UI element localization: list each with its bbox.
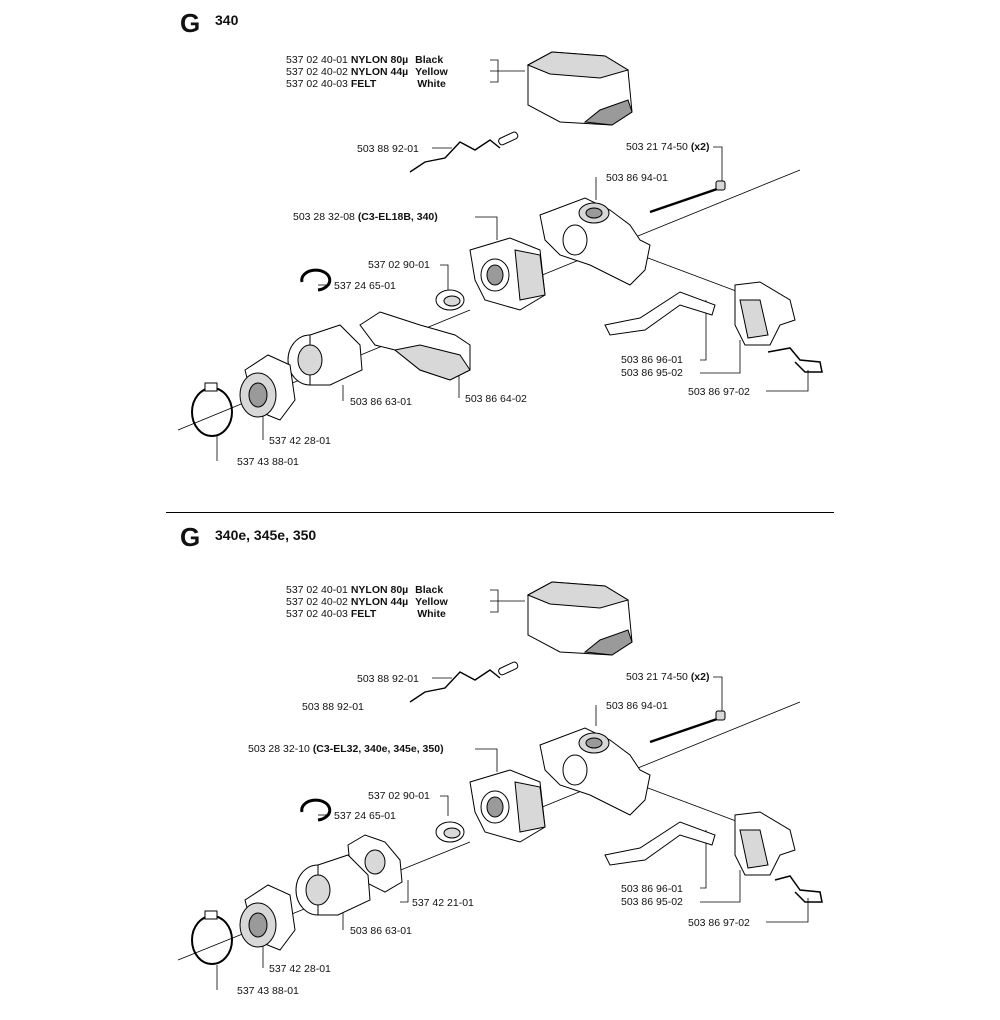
circlip [300,268,332,292]
label-body: 503 86 94-01 [606,700,668,712]
section-model: 340 [215,12,239,28]
hose-clamp [191,910,233,965]
label-ring: 537 02 90-01 [368,790,430,802]
bolt [649,710,726,744]
label-filter-black: 537 02 40-01 NYLON 80µ Black [286,584,444,596]
label-rod: 503 88 92-01 [357,143,419,155]
section-letter: G [180,522,201,552]
label-holder: 537 42 21-01 [412,897,474,909]
carburetor [469,237,546,311]
label-clamp: 537 43 88-01 [237,456,299,468]
exploded-parts-drawing [177,51,823,461]
label-spring: 503 86 97-02 [688,386,750,398]
section-letter: G [180,8,201,38]
label-manifold: 503 86 63-01 [350,925,412,937]
choke-rod [409,131,519,173]
label-ring: 537 02 90-01 [368,259,430,271]
label-filter-white: 537 02 40-03 FELT White [286,608,446,620]
bracket-lever [604,291,716,336]
rubber-ring [435,289,465,311]
bracket-lever [604,821,716,866]
hose-clamp [191,382,233,437]
spring-clip [767,347,823,373]
label-circlip: 537 24 65-01 [334,810,396,822]
section-divider [166,512,834,513]
label-shroud: 537 42 28-01 [269,963,331,975]
label-rod: 503 88 92-01 [357,673,419,685]
air-filter-cover [526,581,633,656]
label-body: 503 86 94-01 [606,172,668,184]
label-guard: 503 86 95-02 [621,367,683,379]
intake-body [539,197,651,286]
bolt [649,180,726,214]
air-filter-cover [526,51,633,126]
guard [734,281,796,346]
label-manifold: 503 86 63-01 [350,396,412,408]
diagram-section-340e-345e-350: G 340e, 345e, 350 [0,520,1000,1020]
label-clamp: 537 43 88-01 [237,985,299,997]
flange-shroud [239,884,296,951]
label-spring: 503 86 97-02 [688,917,750,929]
label-bracket: 503 86 96-01 [621,354,683,366]
intake-body [539,727,651,816]
label-filter-yellow: 537 02 40-02 NYLON 44µ Yellow [286,596,448,608]
label-carburetor: 503 28 32-10 (C3-EL32, 340e, 345e, 350) [248,743,444,755]
label-bolt: 503 21 74-50 (x2) [626,671,710,683]
flange-shroud [239,354,296,421]
section-model: 340e, 345e, 350 [215,527,317,543]
guard [734,811,796,876]
label-shroud: 537 42 28-01 [269,435,331,447]
spring-clip [774,875,823,903]
carb-holder [359,311,471,381]
rubber-ring [435,821,465,843]
label-filter-yellow: 537 02 40-02 NYLON 44µ Yellow [286,66,448,78]
label-filter-white: 537 02 40-03 FELT White [286,78,446,90]
label-bracket: 503 86 96-01 [621,883,683,895]
label-rod-2: 503 88 92-01 [302,701,364,713]
choke-rod [409,661,519,703]
carburetor [469,769,546,843]
intake-manifold [287,324,363,386]
label-guard: 503 86 95-02 [621,896,683,908]
label-carburetor: 503 28 32-08 (C3-EL18B, 340) [293,211,438,223]
label-circlip: 537 24 65-01 [334,280,396,292]
label-bolt: 503 21 74-50 (x2) [626,141,710,153]
label-holder: 503 86 64-02 [465,393,527,405]
intake-manifold [295,854,371,916]
exploded-parts-drawing [177,581,823,990]
circlip [300,798,332,822]
label-filter-black: 537 02 40-01 NYLON 80µ Black [286,54,444,66]
diagram-section-340: G 340 [0,0,1000,500]
